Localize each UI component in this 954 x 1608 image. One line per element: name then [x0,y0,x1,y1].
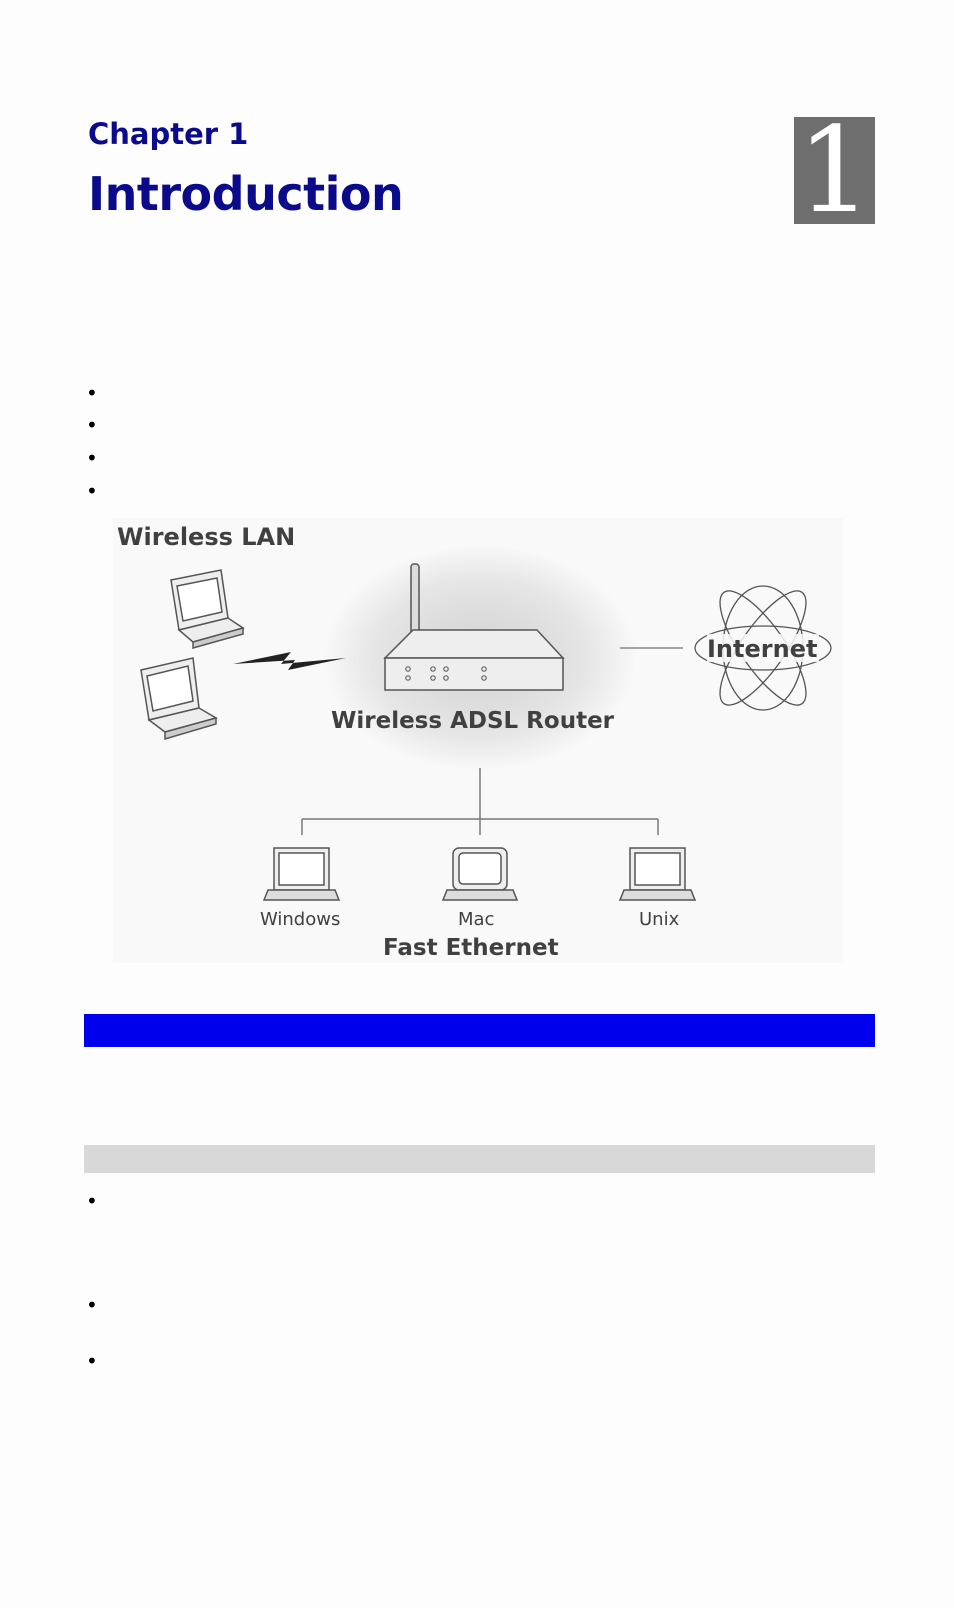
laptop-icon [140,657,218,741]
internet-label: Internet [707,635,817,663]
unix-label: Unix [639,909,680,930]
ethernet-tree-lines [301,768,659,835]
router-icon [383,563,565,691]
network-diagram: Wireless LAN Wireless ADSL Router [113,518,843,963]
subsection-heading-bar [84,1145,875,1173]
bullet-marker: • [86,413,98,437]
bullet-marker: • [86,1189,98,1213]
laptop-icon [170,569,245,649]
section-heading-bar [84,1014,875,1047]
bullet-marker: • [86,1349,98,1373]
wireless-lan-label: Wireless LAN [117,523,295,551]
router-label: Wireless ADSL Router [331,708,615,734]
bullet-marker: • [86,1293,98,1317]
fast-ethernet-label: Fast Ethernet [383,935,559,961]
windows-computer-icon [262,847,341,901]
bullet-marker: • [86,381,98,405]
windows-label: Windows [260,909,340,930]
page-title: Introduction [88,167,404,221]
chapter-number-box: 1 [794,111,875,229]
mac-computer-icon [441,847,519,901]
wireless-signal-icon [233,652,346,670]
unix-computer-icon [618,847,697,901]
bullet-marker: • [86,479,98,503]
chapter-label: Chapter 1 [88,117,249,151]
mac-label: Mac [458,909,494,930]
bullet-marker: • [86,446,98,470]
